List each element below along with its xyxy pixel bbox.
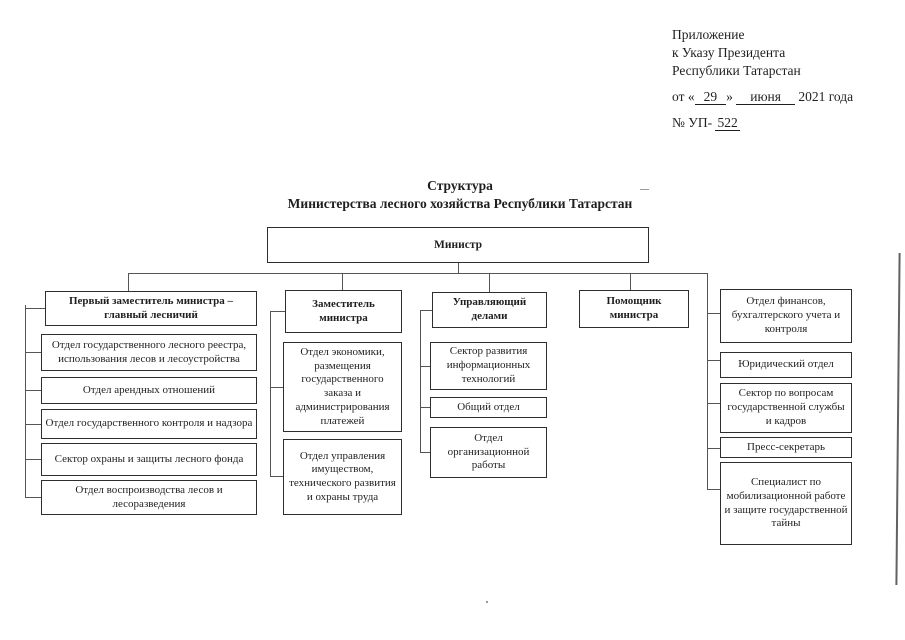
annotation-line: Республики Татарстан bbox=[672, 63, 801, 78]
org-box-office-manager-head: Управляющий делами bbox=[432, 292, 547, 328]
org-box-general-department: Общий отдел bbox=[430, 397, 547, 418]
annotation-line: к Указу Президента bbox=[672, 45, 786, 60]
connector-line bbox=[342, 273, 343, 290]
org-box-lease-relations: Отдел арендных отношений bbox=[41, 377, 257, 404]
org-box-press-secretary: Пресс-секретарь bbox=[720, 437, 852, 458]
connector-line bbox=[707, 273, 708, 490]
org-box-it-sector: Сектор развития информационных технологи… bbox=[430, 342, 547, 390]
connector-line bbox=[420, 310, 421, 453]
connector-line bbox=[270, 387, 283, 388]
connector-line bbox=[270, 311, 271, 477]
decree-day: 29 bbox=[694, 89, 727, 105]
org-box-forest-protection: Сектор охраны и защиты лесного фонда bbox=[41, 443, 257, 476]
connector-line bbox=[707, 448, 720, 449]
org-box-finance: Отдел финансов, бухгалтерского учета и к… bbox=[720, 289, 852, 343]
org-box-civil-service: Сектор по вопросам государственной служб… bbox=[720, 383, 852, 433]
org-box-deputy-minister-head: Заместитель министра bbox=[285, 290, 402, 333]
org-box-forest-registry: Отдел государственного лесного реестра, … bbox=[41, 334, 257, 371]
decree-number: 522 bbox=[715, 115, 740, 131]
org-box-legal: Юридический отдел bbox=[720, 352, 852, 378]
decree-month: июня bbox=[736, 89, 795, 105]
org-box-mobilization-specialist: Специалист по мобилизационной работе и з… bbox=[720, 462, 852, 545]
scan-speck bbox=[486, 601, 488, 603]
org-box-minister-assistant-head: Помощник министра bbox=[579, 290, 689, 328]
decree-annotation: Приложение к Указу Президента Республики… bbox=[672, 26, 900, 132]
decree-number-line: № УП- 522 bbox=[672, 115, 740, 131]
scan-edge-artifact bbox=[895, 252, 901, 586]
connector-line bbox=[420, 452, 430, 453]
scan-speck bbox=[640, 189, 649, 190]
connector-line bbox=[630, 273, 631, 290]
connector-line bbox=[25, 305, 26, 498]
connector-line bbox=[707, 403, 720, 404]
org-box-organizational-work: Отдел организационной работы bbox=[430, 427, 547, 478]
connector-line bbox=[707, 360, 720, 361]
org-box-state-control: Отдел государственного контроля и надзор… bbox=[41, 409, 257, 439]
org-box-reforestation: Отдел воспроизводства лесов и лесоразвед… bbox=[41, 480, 257, 515]
connector-line bbox=[270, 476, 283, 477]
connector-line bbox=[707, 313, 720, 314]
connector-line bbox=[420, 366, 430, 367]
connector-line bbox=[489, 273, 490, 292]
org-box-minister: Министр bbox=[267, 227, 649, 263]
org-box-first-deputy-head: Первый заместитель министра – главный ле… bbox=[45, 291, 257, 326]
connector-line bbox=[25, 390, 41, 391]
connector-line bbox=[25, 308, 45, 309]
org-box-property-management: Отдел управления имуществом, техническог… bbox=[283, 439, 402, 515]
decree-year: 2021 года bbox=[798, 89, 854, 104]
connector-line bbox=[707, 489, 720, 490]
connector-line bbox=[128, 273, 129, 291]
connector-line bbox=[458, 263, 459, 274]
connector-line bbox=[128, 273, 708, 274]
chart-title-line2: Министерства лесного хозяйства Республик… bbox=[287, 196, 633, 211]
connector-line bbox=[420, 407, 430, 408]
chart-title: Структура Министерства лесного хозяйства… bbox=[180, 177, 740, 213]
connector-line bbox=[420, 310, 432, 311]
chart-title-line1: Структура bbox=[427, 178, 493, 193]
connector-line bbox=[25, 459, 41, 460]
org-box-economics: Отдел экономики, размещения государствен… bbox=[283, 342, 402, 432]
connector-line bbox=[25, 352, 41, 353]
connector-line bbox=[25, 424, 41, 425]
annotation-line: Приложение bbox=[672, 27, 745, 42]
connector-line bbox=[25, 497, 41, 498]
decree-date-line: от «29» июня 2021 года bbox=[672, 89, 854, 105]
connector-line bbox=[270, 311, 285, 312]
